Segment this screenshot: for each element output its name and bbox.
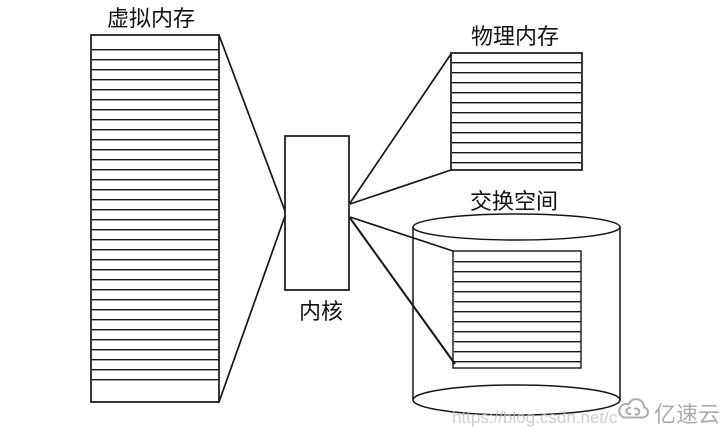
cylinder-top-ellipse [412,213,621,241]
connector-vm-bottom-to-kernel [218,215,286,403]
connector-kernel-to-physmem-bottom [349,169,452,205]
cloud-icon [615,396,651,429]
swap-stripes [454,256,581,364]
connector-vm-top-to-kernel [218,34,286,212]
physical-memory-label: 物理内存 [471,24,560,49]
swap-space-label: 交换空间 [470,189,559,214]
virtual-memory-label: 虚拟内存 [107,6,196,31]
physical-memory-box [450,52,583,171]
brand-watermark: 亿速云 [615,396,720,429]
connector-kernel-to-physmem-top [349,53,452,204]
kernel-box [284,135,350,291]
watermark-url: https://blog.csdn.net/c [452,408,618,427]
brand-name: 亿速云 [654,401,721,427]
swap-cylinder [412,213,621,416]
cylinder-bottom-ellipse [412,384,621,416]
swap-inner-box [452,250,582,369]
kernel-label: 内核 [299,299,344,324]
physical-memory-stripes [452,57,581,166]
virtual-memory-stripes [92,44,219,384]
connector-kernel-to-swap-bottom [349,217,456,365]
connector-kernel-to-swap-top [349,216,454,252]
virtual-memory-box [90,34,220,403]
